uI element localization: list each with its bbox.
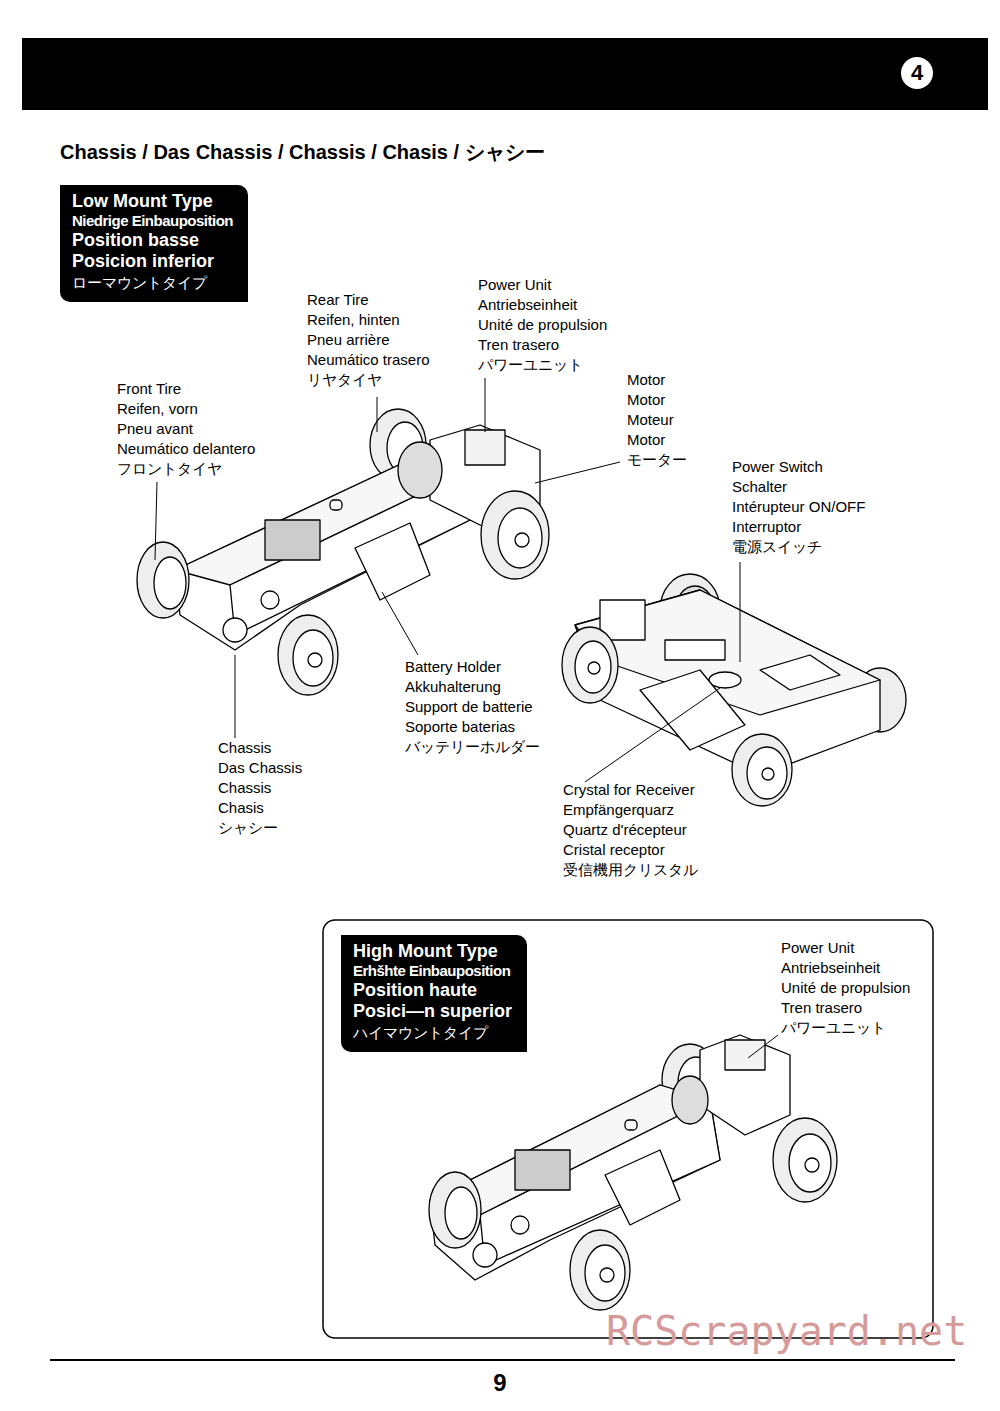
tab-text: Position haute (353, 980, 515, 1001)
callout-label: Motor (627, 370, 665, 390)
callout-label: Unité de propulsion (478, 315, 607, 335)
callout-label: Motor (627, 430, 665, 450)
tab-text: Posicion inferior (72, 251, 236, 272)
callout-label: Quartz d'récepteur (563, 820, 687, 840)
tab-text: Erhšhte Einbauposition (353, 962, 515, 980)
callout-label: パワーユニット (478, 355, 583, 375)
callout-label: Unité de propulsion (781, 978, 910, 998)
callout-label: Reifen, vorn (117, 399, 198, 419)
callout-label: 受信機用クリスタル (563, 860, 698, 880)
callout-label: Interruptor (732, 517, 801, 537)
tab-text: Posici—n superior (353, 1001, 515, 1022)
callout-label: フロントタイヤ (117, 459, 222, 479)
callout-label: Pneu avant (117, 419, 193, 439)
callout-label: Power Switch (732, 457, 823, 477)
callout-label: Support de batterie (405, 697, 533, 717)
tab-text: Position basse (72, 230, 236, 251)
callout-label: Antriebseinheit (781, 958, 880, 978)
tab-text: ローマウントタイプ (72, 272, 236, 294)
callout-label: Intérupteur ON/OFF (732, 497, 865, 517)
callout-label: Neumático delantero (117, 439, 255, 459)
callout-label: リヤタイヤ (307, 370, 382, 390)
callout-label: Schalter (732, 477, 787, 497)
page-title: Chassis / Das Chassis / Chassis / Chasis… (60, 139, 545, 165)
mount-type-tab: Low Mount TypeNiedrige EinbaupositionPos… (60, 185, 248, 302)
callout-label: Chassis (218, 738, 271, 758)
callout-label: Antriebseinheit (478, 295, 577, 315)
callout-label: パワーユニット (781, 1018, 886, 1038)
callout-label: Das Chassis (218, 758, 302, 778)
callout-label: Empfängerquarz (563, 800, 674, 820)
callout-label: 電源スイッチ (732, 537, 822, 557)
callout-label: Power Unit (781, 938, 854, 958)
callout-label: Tren trasero (781, 998, 862, 1018)
tab-text: High Mount Type (353, 941, 515, 962)
callout-label: Chasis (218, 798, 264, 818)
callout-label: Moteur (627, 410, 674, 430)
callout-label: Neumático trasero (307, 350, 430, 370)
tab-text: ハイマウントタイプ (353, 1022, 515, 1044)
page-number: 9 (470, 1368, 530, 1398)
callout-label: Front Tire (117, 379, 181, 399)
callout-label: Chassis (218, 778, 271, 798)
callout-label: Soporte baterias (405, 717, 515, 737)
callout-label: Akkuhalterung (405, 677, 501, 697)
step-number: 4 (901, 60, 933, 86)
callout-label: Reifen, hinten (307, 310, 400, 330)
callout-label: バッテリーホルダー (405, 737, 540, 757)
callout-label: Crystal for Receiver (563, 780, 695, 800)
callout-label: Cristal receptor (563, 840, 665, 860)
callout-label: Pneu arrière (307, 330, 390, 350)
watermark: RCScrapyard.net (606, 1308, 967, 1354)
callout-label: モーター (627, 450, 687, 470)
mount-type-tab: High Mount TypeErhšhte EinbaupositionPos… (341, 935, 527, 1052)
callout-label: シャシー (218, 818, 278, 838)
callout-label: Motor (627, 390, 665, 410)
callout-label: Battery Holder (405, 657, 501, 677)
callout-label: Tren trasero (478, 335, 559, 355)
tab-text: Low Mount Type (72, 191, 236, 212)
tab-text: Niedrige Einbauposition (72, 212, 236, 230)
callout-label: Rear Tire (307, 290, 369, 310)
callout-label: Power Unit (478, 275, 551, 295)
